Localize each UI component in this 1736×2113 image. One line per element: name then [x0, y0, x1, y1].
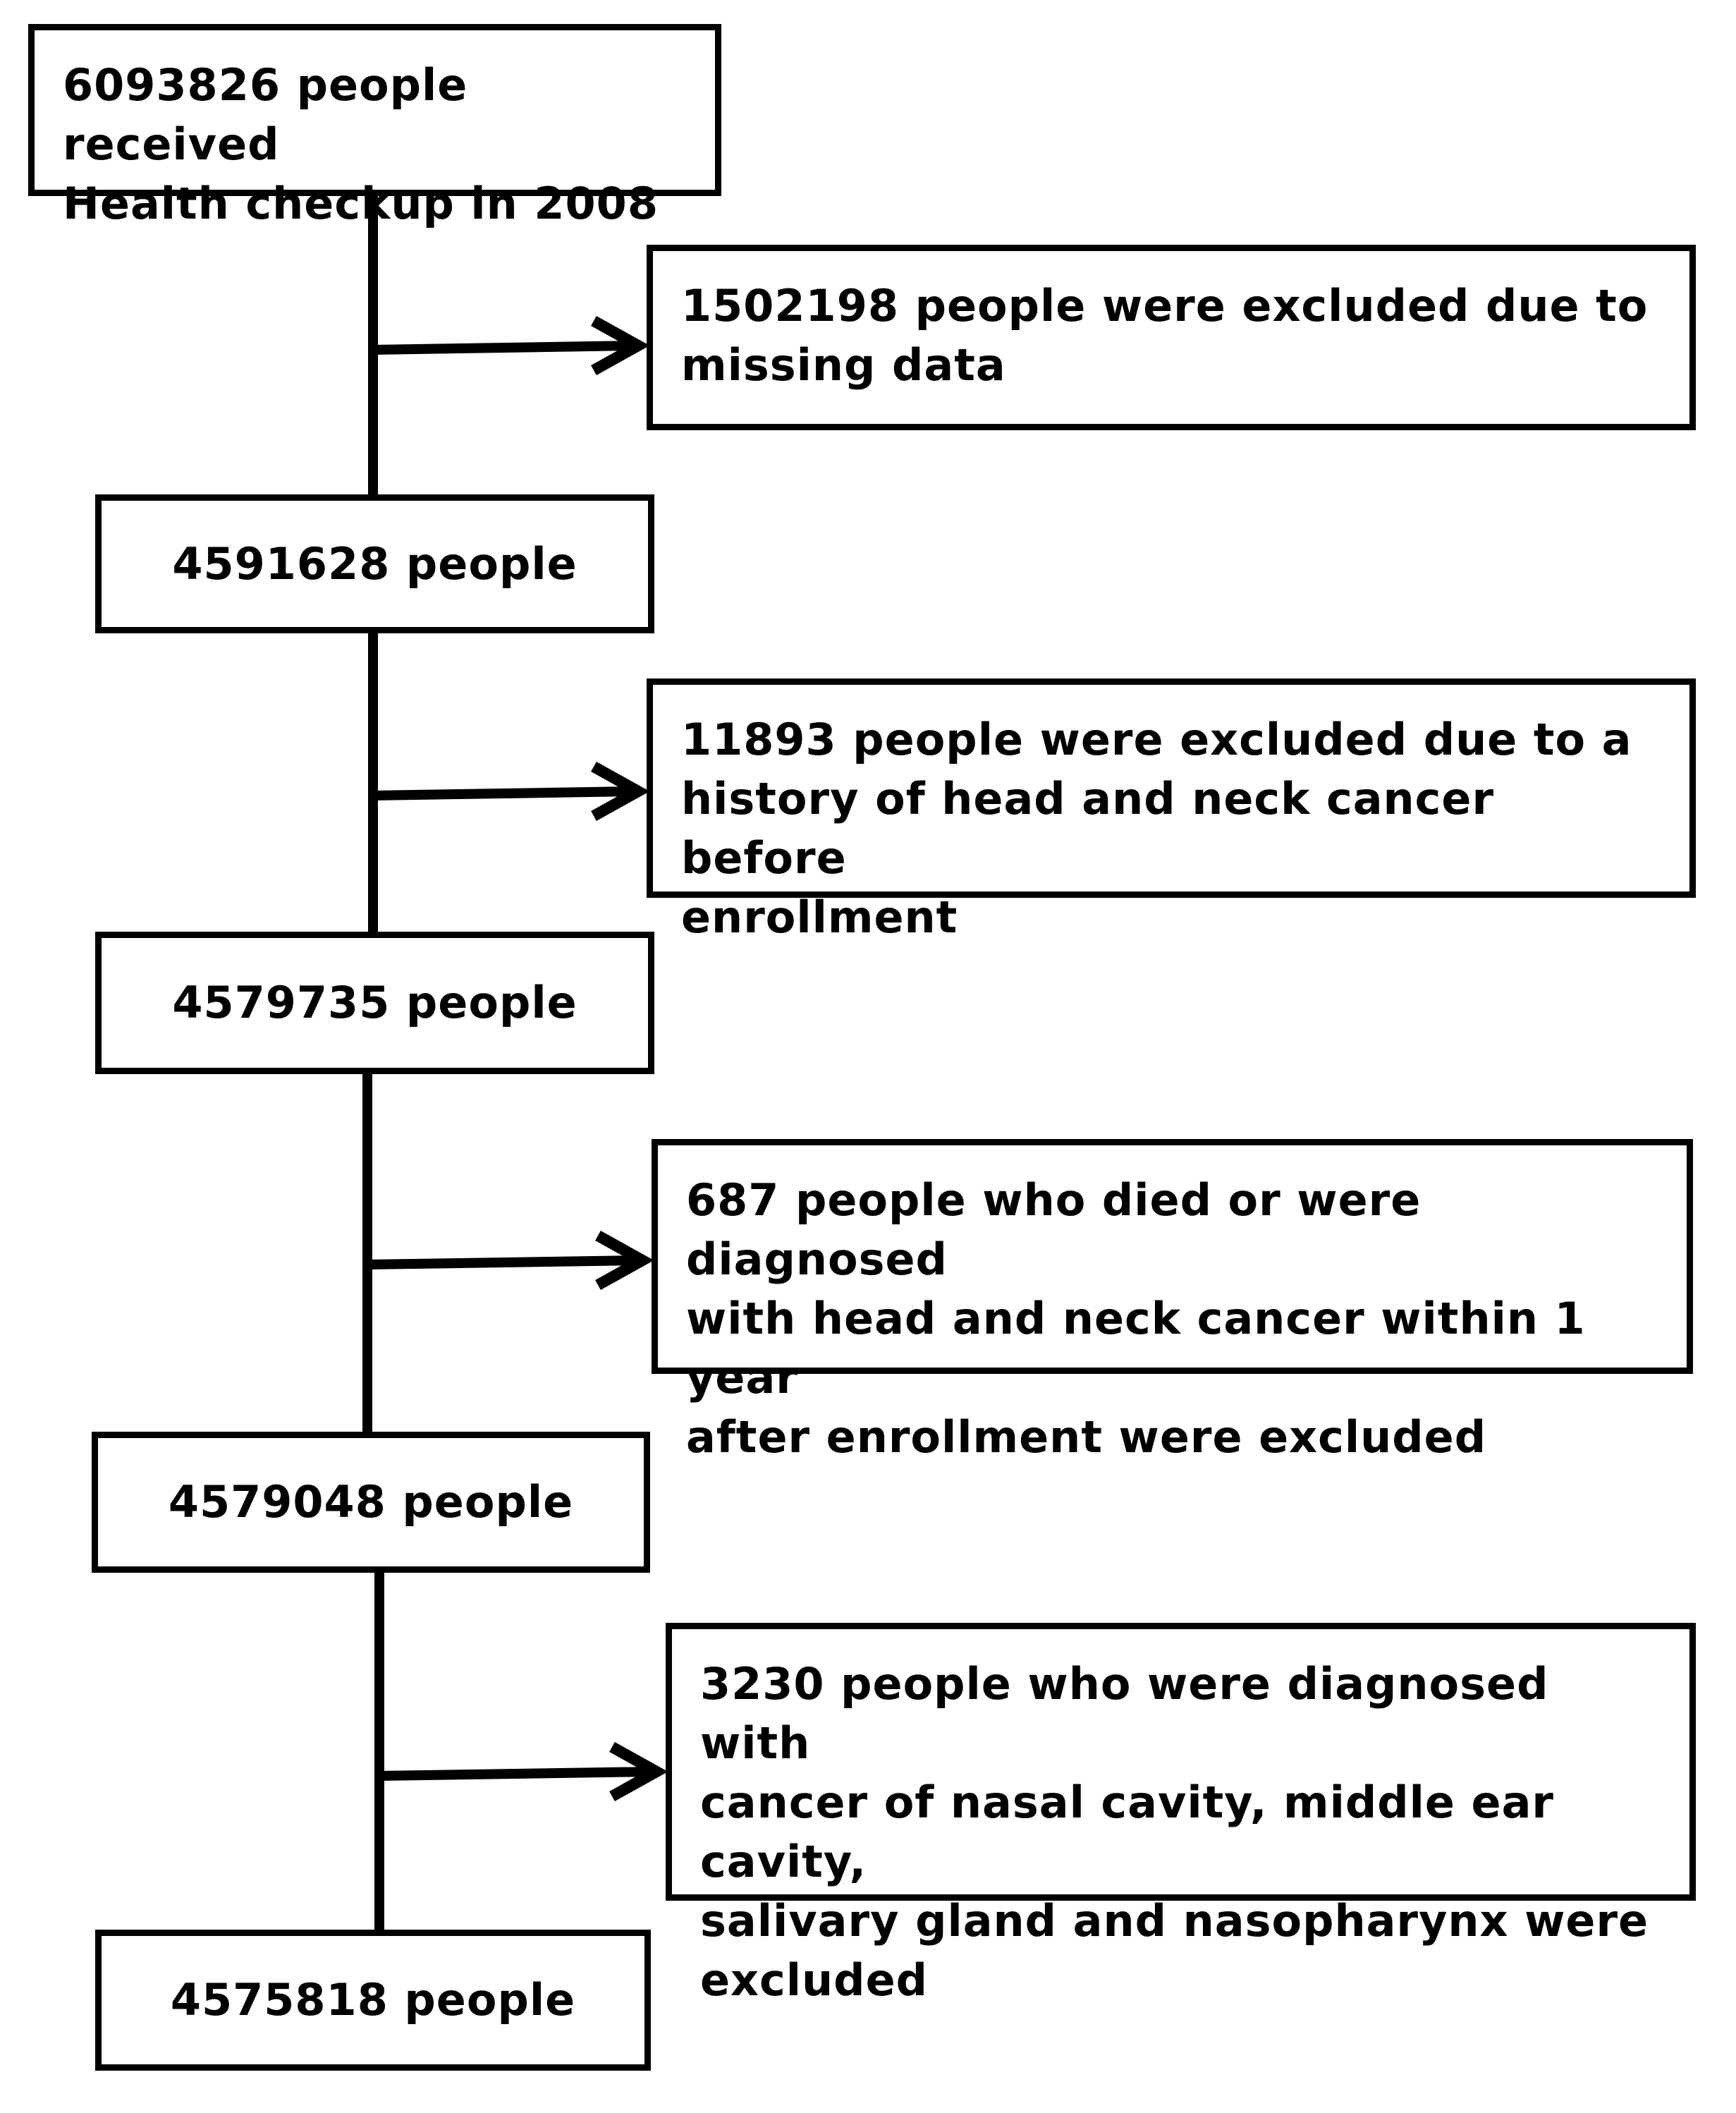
- remaining-box-1-label: 4591628 people: [172, 537, 577, 590]
- remaining-box-2: 4579735 people: [95, 932, 654, 1074]
- horizontal-arrow-line-2: [372, 786, 635, 800]
- exclusion-box-3-label: 687 people who died or were diagnosed wi…: [686, 1174, 1586, 1463]
- exclusion-box-2-label: 11893 people were excluded due to a hist…: [681, 714, 1632, 943]
- start-box-label: 6093826 people received Health checkup i…: [63, 59, 659, 229]
- exclusion-box-1-label: 1502198 people were excluded due to miss…: [681, 280, 1649, 391]
- remaining-box-2-label: 4579735 people: [172, 977, 577, 1028]
- exclusion-box-2: 11893 people were excluded due to a hist…: [647, 678, 1696, 943]
- horizontal-arrow-line-1: [372, 341, 635, 355]
- exclusion-box-3: 687 people who died or were diagnosed wi…: [652, 1139, 1693, 1463]
- remaining-box-4-label: 4575818 people: [170, 1974, 576, 2026]
- remaining-box-3-label: 4579048 people: [168, 1476, 574, 1528]
- exclusion-box-4: 3230 people who were diagnosed with canc…: [666, 1623, 1696, 2006]
- remaining-box-4: 4575818 people: [95, 1930, 651, 2071]
- exclusion-box-4-label: 3230 people who were diagnosed with canc…: [700, 1658, 1649, 2006]
- arrowhead-1: [591, 316, 650, 375]
- horizontal-arrow-line-3: [367, 1255, 640, 1269]
- arrowhead-3: [595, 1231, 654, 1290]
- horizontal-arrow-line-4: [379, 1767, 654, 1781]
- exclusion-box-1: 1502198 people were excluded due to miss…: [647, 245, 1696, 430]
- remaining-box-3: 4579048 people: [92, 1432, 650, 1573]
- remaining-box-1: 4591628 people: [95, 494, 654, 633]
- start-box: 6093826 people received Health checkup i…: [28, 24, 721, 229]
- arrowhead-4: [609, 1742, 668, 1801]
- arrowhead-2: [591, 762, 650, 821]
